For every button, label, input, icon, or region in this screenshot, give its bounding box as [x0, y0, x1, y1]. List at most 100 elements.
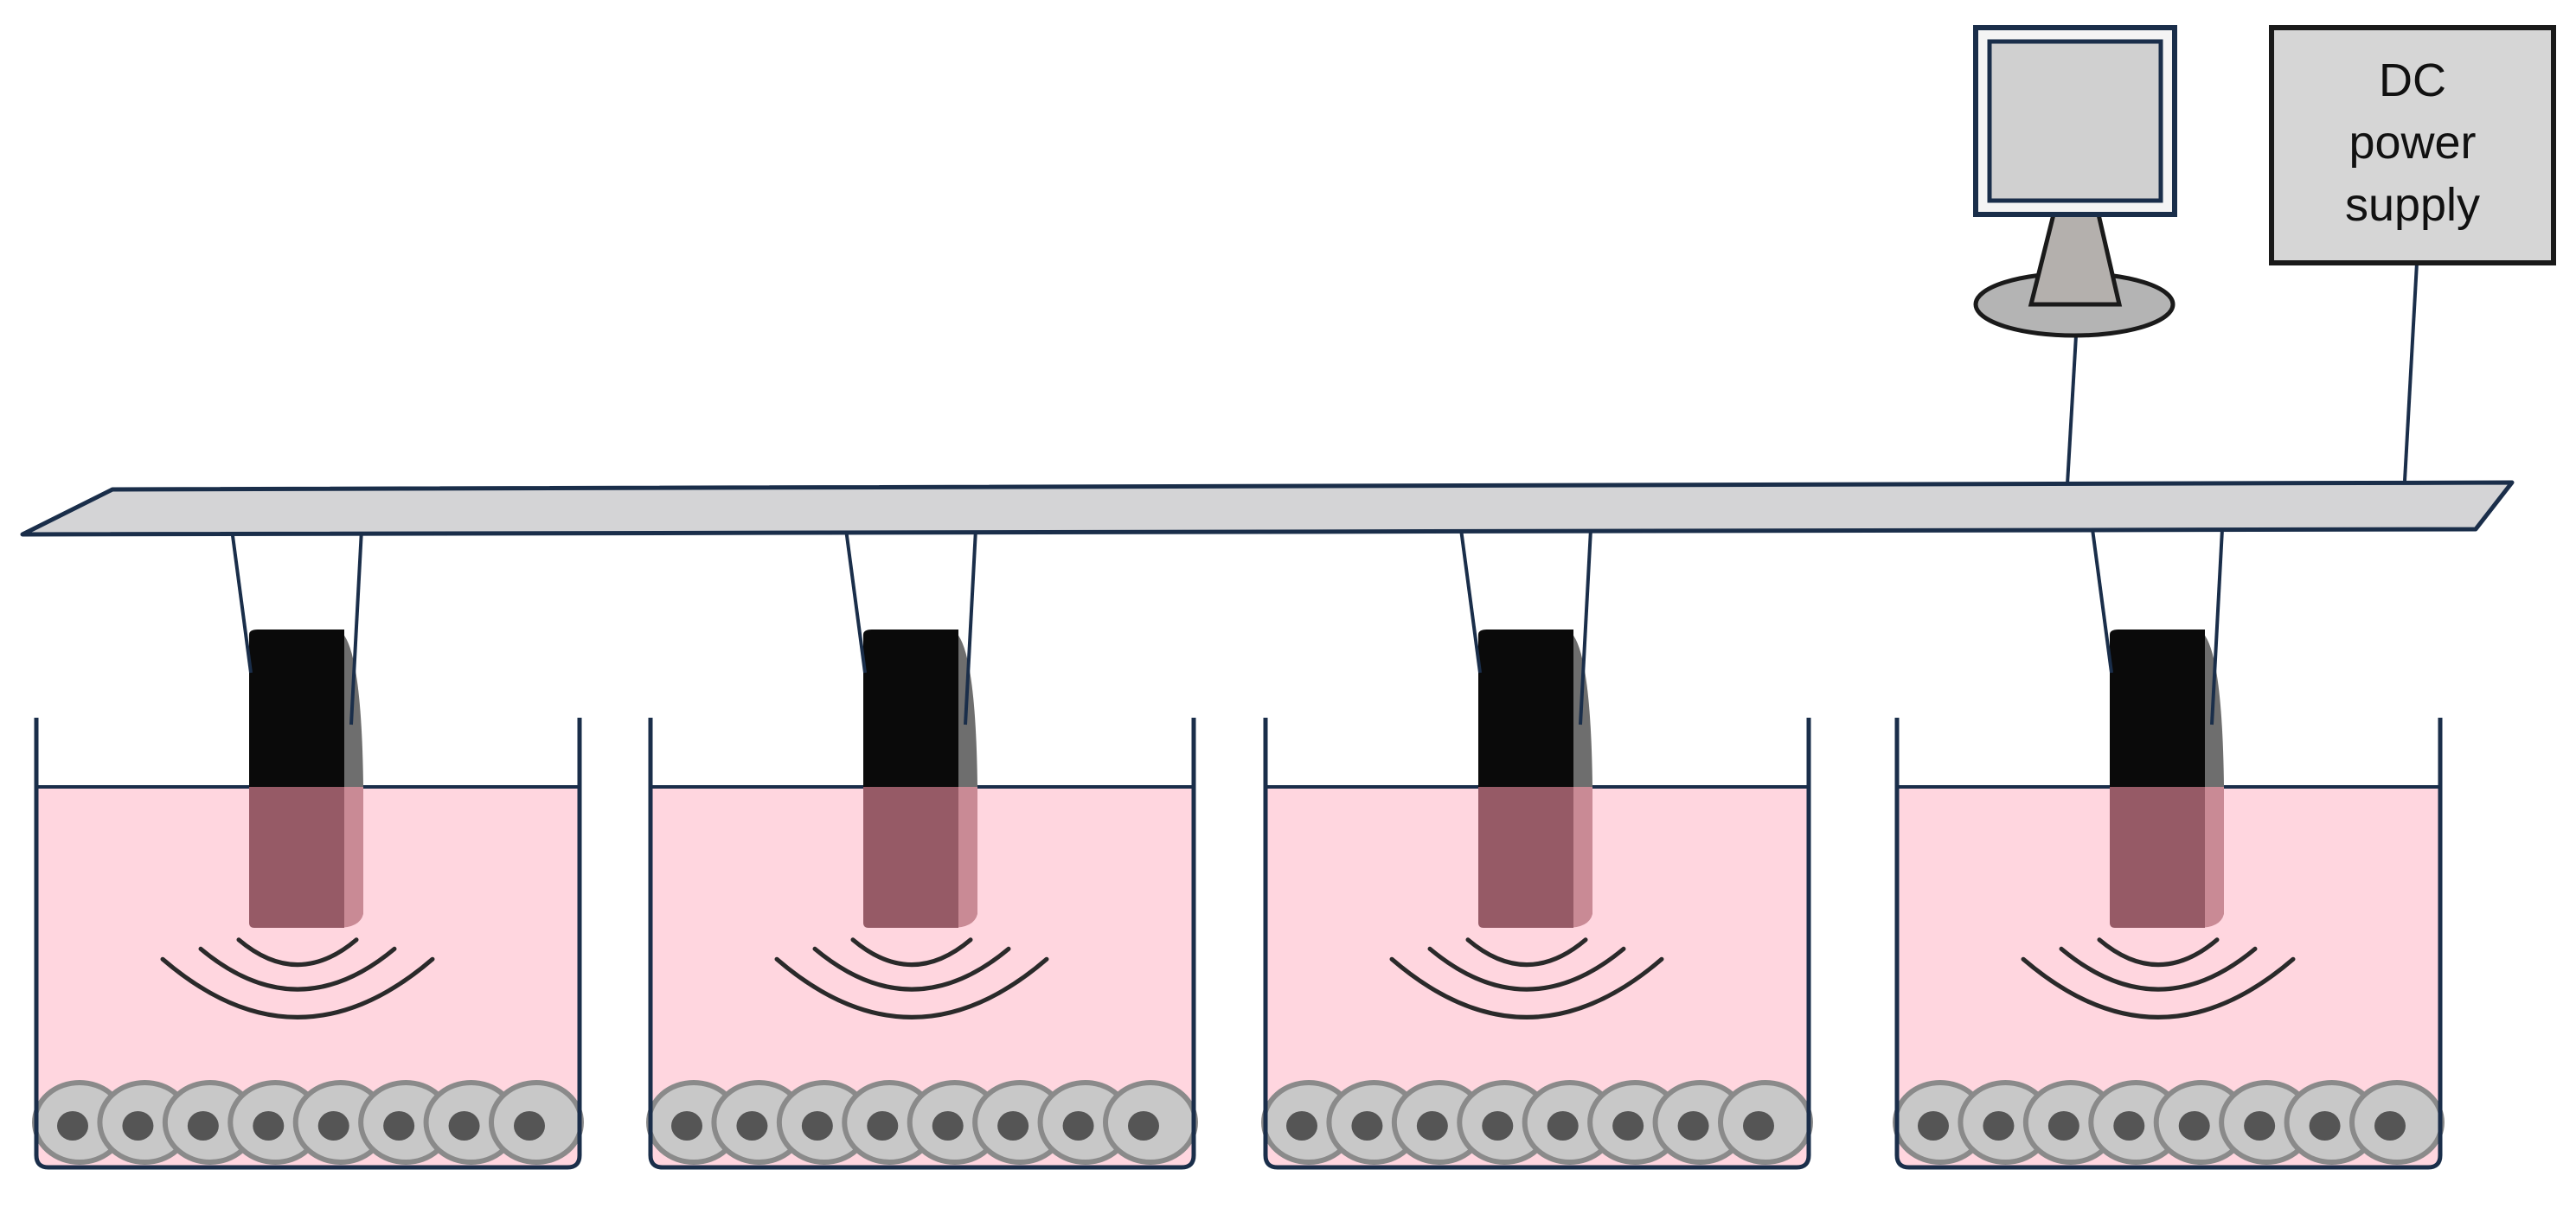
cell-icon [1718, 1080, 1813, 1165]
transducer-front-submerged [1478, 787, 1573, 928]
cell-nucleus [1983, 1111, 2015, 1141]
sound-wave-arc [774, 956, 1049, 1019]
cell-nucleus [867, 1111, 899, 1141]
sound-wave-arc [2059, 946, 2258, 992]
culture-well-4 [1893, 528, 2445, 1170]
cell-nucleus [448, 1111, 480, 1141]
cell-icon [423, 1080, 519, 1165]
cell-icon [358, 1080, 454, 1165]
cell-nucleus [2047, 1111, 2079, 1141]
transducer-wire [2210, 528, 2224, 725]
monitor-stand [2028, 212, 2123, 307]
sound-wave-arc [236, 937, 359, 967]
cell-nucleus [1482, 1111, 1514, 1141]
cell-nucleus [253, 1111, 285, 1141]
sound-wave-arc [1427, 946, 1626, 992]
transducer-front [249, 630, 344, 787]
cell-nucleus [514, 1111, 545, 1141]
cell-nucleus [2178, 1111, 2210, 1141]
cell-nucleus [187, 1111, 219, 1141]
culture-medium [1266, 787, 1809, 1167]
cell-nucleus [736, 1111, 768, 1141]
transducer-wire [2091, 528, 2113, 674]
sound-wave-arc [1389, 956, 1664, 1019]
cell-icon [1103, 1080, 1198, 1165]
transducer-front-submerged [249, 787, 344, 928]
well-wall [34, 718, 582, 1170]
sound-wave-icon [2021, 937, 2296, 1019]
culture-well-1 [32, 528, 584, 1170]
cell-nucleus [2244, 1111, 2276, 1141]
cell-nucleus [1677, 1111, 1709, 1141]
ultrasound-transducer-icon [1478, 630, 1592, 928]
cell-nucleus [2113, 1111, 2145, 1141]
ultrasound-transducer-icon [863, 630, 977, 928]
cell-nucleus [1416, 1111, 1448, 1141]
sound-wave-arc [850, 937, 973, 967]
cell-nucleus [997, 1111, 1029, 1141]
sound-wave-arc [2021, 956, 2296, 1019]
connector-bar [20, 480, 2515, 537]
cell-icon [1457, 1080, 1553, 1165]
cell-nucleus [1547, 1111, 1579, 1141]
culture-medium [36, 787, 580, 1167]
cell-icon [1587, 1080, 1683, 1165]
culture-well-2 [646, 528, 1198, 1170]
sound-wave-arc [1465, 937, 1588, 967]
cell-layer [1893, 1080, 2445, 1165]
transducer-wire [844, 528, 867, 674]
transducer-front-submerged [2110, 787, 2205, 928]
dc-power-supply-label: DC power supply [2272, 26, 2554, 259]
transducer-front-submerged [863, 787, 958, 928]
cell-nucleus [1062, 1111, 1094, 1141]
cell-nucleus [383, 1111, 415, 1141]
cell-nucleus [2309, 1111, 2341, 1141]
transducer-wire [964, 528, 977, 725]
cell-nucleus [1286, 1111, 1317, 1141]
cell-icon [489, 1080, 584, 1165]
sound-wave-arc [160, 956, 435, 1019]
sound-wave-icon [1389, 937, 1664, 1019]
ultrasound-transducer-icon [249, 630, 363, 928]
cell-nucleus [1612, 1111, 1644, 1141]
dc-power-supply-box [2269, 25, 2556, 265]
transducer-wire [1459, 528, 1482, 674]
cell-nucleus [1351, 1111, 1383, 1141]
cell-layer [1261, 1080, 1813, 1165]
sound-wave-arc [812, 946, 1011, 992]
psu-label-line-1: DC [2379, 54, 2446, 106]
monitor-cable [2066, 335, 2078, 485]
psu-label-line-2: power [2349, 117, 2477, 169]
sound-wave-arc [2097, 937, 2220, 967]
cell-nucleus [1128, 1111, 1159, 1141]
well-wall [648, 718, 1196, 1170]
power-cable [2403, 262, 2419, 482]
cell-layer [32, 1080, 584, 1165]
well-wall [1263, 718, 1811, 1170]
cell-nucleus [122, 1111, 154, 1141]
monitor-icon [1973, 25, 2177, 485]
cell-icon [2349, 1080, 2445, 1165]
cell-icon [2219, 1080, 2315, 1165]
transducer-wire [230, 528, 253, 674]
transducer-wire [1579, 528, 1592, 725]
psu-label-line-3: supply [2344, 179, 2481, 231]
monitor-screen [1987, 39, 2163, 203]
transducer-front [2110, 630, 2205, 787]
culture-well-3 [1261, 528, 1813, 1170]
cell-icon [97, 1080, 193, 1165]
transducer-wire [349, 528, 363, 725]
cell-icon [1326, 1080, 1422, 1165]
cell-icon [711, 1080, 807, 1165]
ultrasound-transducer-icon [2110, 630, 2224, 928]
dc-power-supply [2269, 25, 2556, 482]
sound-wave-icon [160, 937, 435, 1019]
cell-icon [2088, 1080, 2184, 1165]
well-wall [1894, 718, 2443, 1170]
transducer-front [1478, 630, 1573, 787]
cell-nucleus [671, 1111, 702, 1141]
cell-nucleus [57, 1111, 88, 1141]
transducer-front [863, 630, 958, 787]
